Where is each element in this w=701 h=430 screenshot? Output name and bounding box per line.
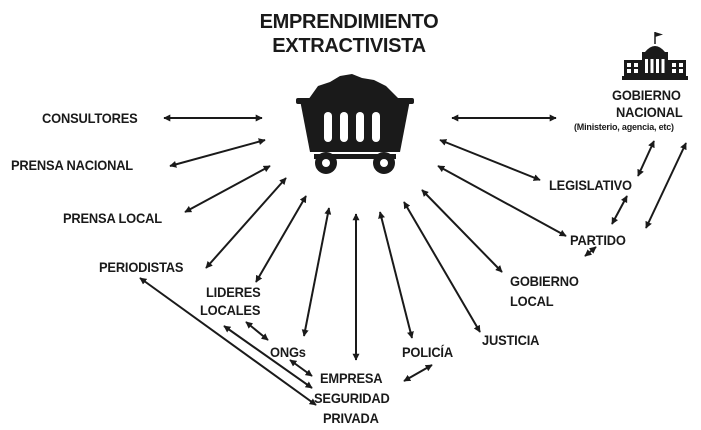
arrow-prensa-nacional bbox=[169, 138, 266, 168]
arrow-legislativo-gobierno-nacional bbox=[637, 140, 655, 177]
mining-cart-icon bbox=[296, 74, 414, 174]
arrow-lideres-ongs bbox=[245, 321, 269, 341]
title-line-1: EMPRENDIMIENTO bbox=[259, 11, 439, 33]
node-gobierno-nacional-line-1: GOBIERNO bbox=[612, 87, 681, 103]
node-periodistas: PERIODISTAS bbox=[99, 259, 184, 275]
arrow-policia bbox=[378, 211, 414, 339]
node-justicia: JUSTICIA bbox=[482, 332, 540, 348]
arrow-policia-empresa bbox=[403, 364, 433, 382]
node-empresa: EMPRESA bbox=[320, 370, 383, 386]
diagram-title: EMPRENDIMIENTO EXTRACTIVISTA bbox=[251, 10, 447, 58]
node-policia: POLICÍA bbox=[402, 344, 453, 360]
node-gobierno-nacional-note: (Ministerio, agencia, etc) bbox=[574, 122, 674, 132]
arrow-lideres-seguridad bbox=[223, 325, 313, 389]
node-gobierno-nacional-line-2: NACIONAL bbox=[616, 104, 683, 120]
arrow-ongs-empresa bbox=[289, 359, 313, 377]
arrow-ongs bbox=[301, 207, 332, 337]
node-lideres-line-2: LOCALES bbox=[200, 302, 261, 318]
node-partido: PARTIDO bbox=[570, 232, 626, 248]
arrow-justicia bbox=[403, 201, 481, 333]
arrow-periodistas bbox=[205, 177, 287, 269]
arrow-partido-gobierno-local bbox=[584, 246, 597, 257]
arrow-legislativo bbox=[439, 139, 541, 181]
government-building-icon bbox=[622, 32, 688, 80]
node-legislativo: LEGISLATIVO bbox=[549, 177, 632, 193]
node-seguridad-line-2: PRIVADA bbox=[323, 410, 379, 426]
arrow-gobierno-local bbox=[421, 189, 503, 273]
arrow-partido-gobierno-nacional bbox=[645, 142, 687, 229]
node-prensa-nacional: PRENSA NACIONAL bbox=[11, 157, 134, 173]
title-line-2: EXTRACTIVISTA bbox=[272, 35, 426, 57]
node-seguridad-line-1: SEGURIDAD bbox=[314, 390, 390, 406]
node-gobierno-local-line-1: GOBIERNO bbox=[510, 273, 579, 289]
node-consultores: CONSULTORES bbox=[42, 110, 138, 126]
arrow-lideres-locales bbox=[255, 195, 307, 283]
arrow-partido-legislativo bbox=[611, 195, 628, 225]
node-prensa-local: PRENSA LOCAL bbox=[63, 210, 162, 226]
arrow-prensa-local bbox=[184, 165, 271, 213]
node-ongs: ONGs bbox=[270, 344, 306, 360]
node-gobierno-local-line-2: LOCAL bbox=[510, 293, 554, 309]
node-lideres-line-1: LIDERES bbox=[206, 284, 261, 300]
